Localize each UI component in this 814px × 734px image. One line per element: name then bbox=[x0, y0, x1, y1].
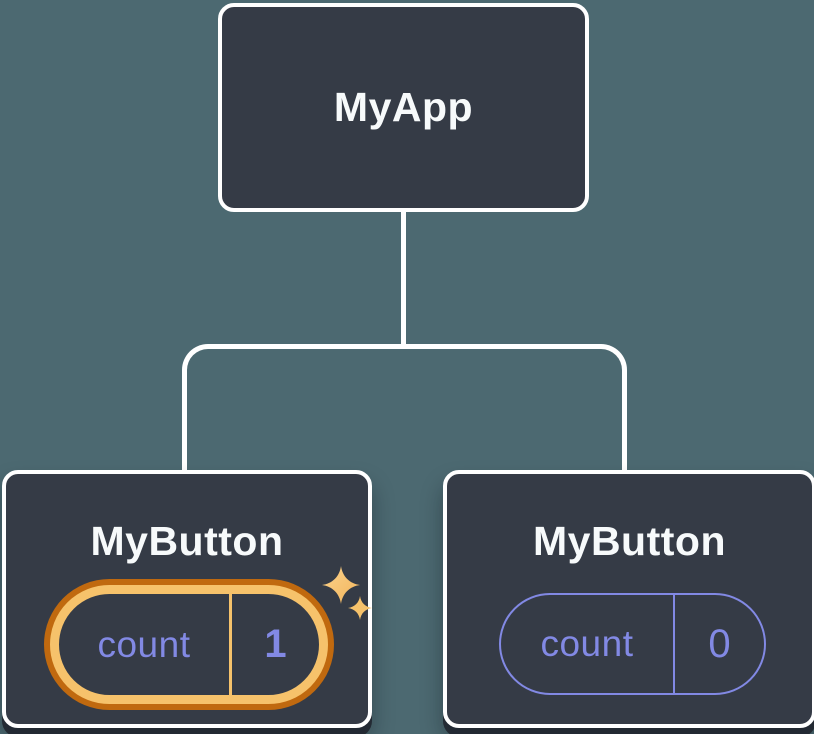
state-value-segment: 0 bbox=[675, 595, 764, 693]
root-node-myapp: MyApp bbox=[218, 3, 589, 212]
state-value: 1 bbox=[264, 622, 287, 666]
state-pill: count 0 bbox=[499, 593, 766, 695]
child-node-mybutton-highlighted: MyButton count 1 bbox=[2, 470, 372, 728]
state-value-segment: 1 bbox=[232, 594, 319, 695]
tree-branch-connector bbox=[182, 344, 627, 470]
child-node-label: MyButton bbox=[90, 518, 284, 564]
tree-trunk-connector bbox=[401, 212, 406, 347]
child-node-label: MyButton bbox=[532, 518, 726, 564]
state-value: 0 bbox=[708, 621, 731, 666]
root-node-label: MyApp bbox=[333, 84, 474, 130]
sparkle-icon-large bbox=[322, 566, 360, 604]
state-name: count bbox=[540, 623, 634, 664]
state-name: count bbox=[97, 623, 191, 665]
state-pill-highlight-ring: count 1 bbox=[44, 579, 334, 710]
pill-divider bbox=[673, 595, 675, 693]
sparkle-icon-small bbox=[348, 596, 372, 620]
state-name-segment: count bbox=[59, 594, 229, 695]
state-pill: count 1 bbox=[50, 585, 328, 704]
child-node-mybutton-plain: MyButton count 0 bbox=[443, 470, 814, 728]
state-name-segment: count bbox=[501, 595, 673, 693]
pill-divider bbox=[229, 594, 232, 695]
